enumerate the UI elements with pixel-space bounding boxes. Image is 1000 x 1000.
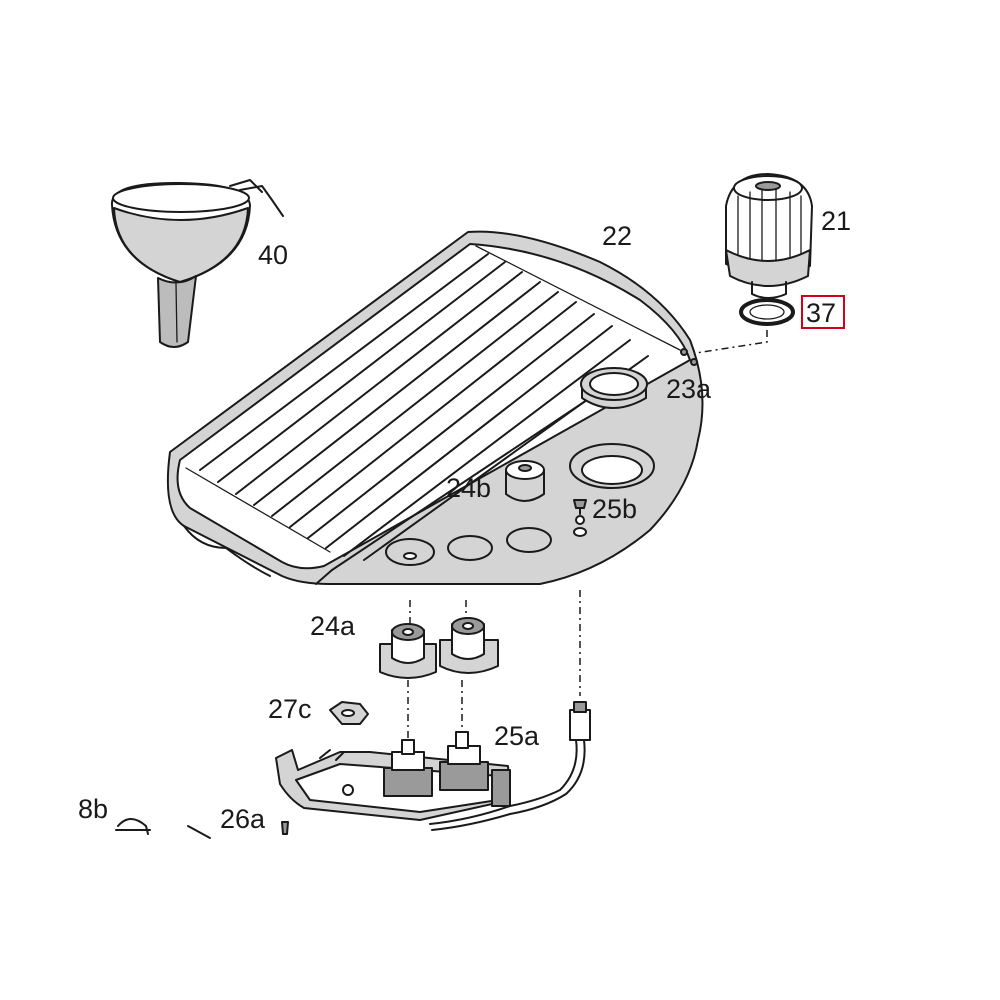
label-23a: 23a: [666, 374, 712, 404]
cap-part-24b: [505, 460, 545, 502]
label-26a: 26a: [220, 804, 266, 834]
highlight-box-37: [801, 295, 845, 329]
screw-part-25b: [573, 499, 587, 525]
ring-part-23a: [580, 367, 648, 409]
label-25a: 25a: [494, 721, 540, 751]
o-ring-part-37: [739, 298, 795, 326]
funnel-part-40: [110, 179, 284, 348]
knob-part-21: [725, 173, 813, 299]
label-22: 22: [602, 221, 632, 251]
label-8b: 8b: [78, 794, 108, 824]
label-24b: 24b: [446, 473, 491, 503]
label-37: 37: [806, 298, 836, 328]
partial-parts-left: [115, 818, 289, 839]
label-24a: 24a: [310, 611, 356, 641]
circuit-board: [275, 731, 511, 821]
label-27c: 27c: [268, 694, 312, 724]
label-40: 40: [258, 240, 288, 270]
drip-panel-part-22: [166, 230, 704, 585]
label-21: 21: [821, 206, 851, 236]
label-25b: 25b: [592, 494, 637, 524]
sensor-part-25a: [429, 701, 591, 831]
nut-part-27c: [329, 701, 369, 725]
buttons-part-24a: [379, 617, 499, 679]
